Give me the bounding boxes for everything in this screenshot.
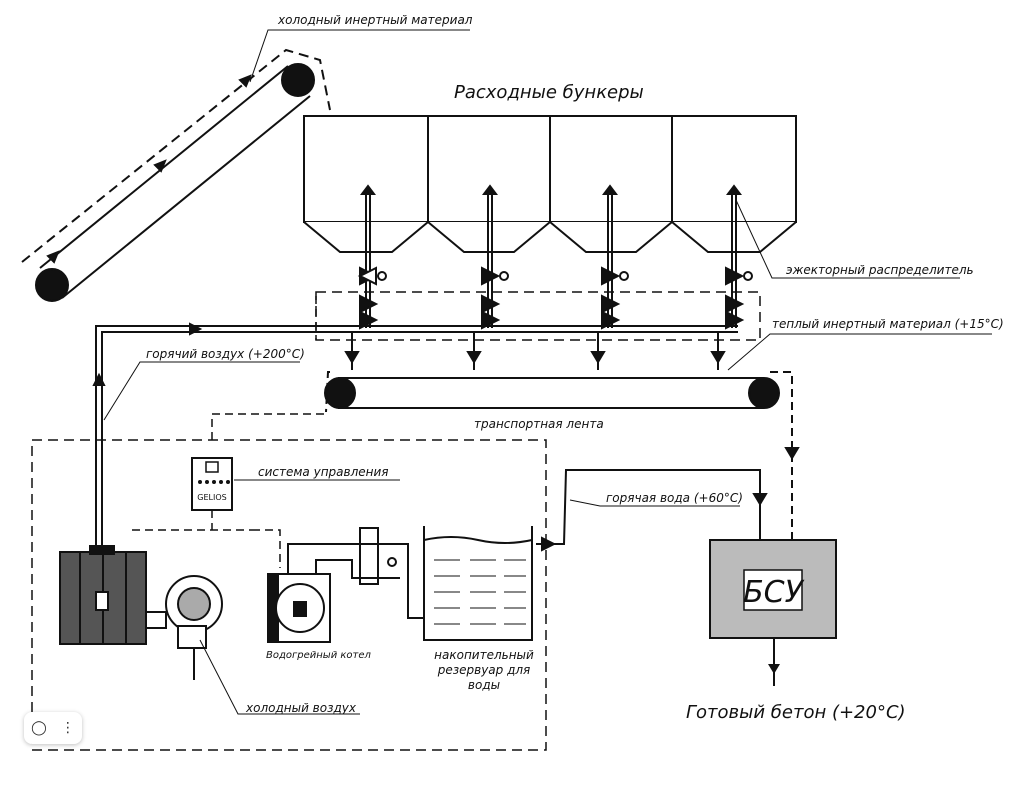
concrete-label: Готовый бетон (+20°С) bbox=[686, 702, 906, 723]
water-boiler bbox=[267, 573, 331, 643]
tank-label: накопительный резервуар для воды bbox=[434, 648, 534, 692]
tank-label-box: накопительный резервуар для воды bbox=[434, 648, 534, 692]
control-label: система управления bbox=[258, 465, 389, 479]
hoppers bbox=[303, 115, 797, 253]
leader-lines bbox=[103, 29, 992, 715]
hoppers-title: Расходные бункеры bbox=[454, 82, 644, 103]
hot-water-label: горячая вода (+60°С) bbox=[606, 491, 743, 505]
gelios-label: GELIOS bbox=[197, 493, 226, 502]
fan bbox=[145, 575, 223, 680]
ejector-pipes bbox=[357, 184, 753, 330]
ejector-label: эжекторный распределитель bbox=[786, 263, 974, 277]
belt-label: транспортная лента bbox=[474, 417, 604, 431]
image-toolbar: ◯ ⋮ bbox=[24, 712, 82, 744]
hot-air-pipe bbox=[92, 322, 738, 548]
bsu-unit: БСУ bbox=[709, 539, 837, 686]
drop-arrows bbox=[344, 332, 726, 370]
boiler-label: Водогрейный котел bbox=[266, 650, 372, 661]
heating-station-frame bbox=[31, 439, 547, 751]
storage-tank bbox=[423, 526, 533, 641]
control-system: GELIOS bbox=[191, 457, 233, 511]
inclined-conveyor bbox=[21, 48, 331, 302]
transport-belt bbox=[324, 371, 800, 540]
more-vertical-icon[interactable]: ⋮ bbox=[60, 720, 75, 736]
cold-air-label: холодный воздух bbox=[245, 701, 357, 715]
cold-inert-label: холодный инертный материал bbox=[277, 13, 473, 27]
bsu-label: БСУ bbox=[743, 575, 805, 610]
water-loop bbox=[287, 469, 768, 619]
warm-inert-label: теплый инертный материал (+15°С) bbox=[772, 317, 1004, 331]
camera-icon[interactable]: ◯ bbox=[31, 720, 47, 736]
hot-air-label: горячий воздух (+200°С) bbox=[146, 347, 305, 361]
air-heater bbox=[59, 545, 147, 645]
